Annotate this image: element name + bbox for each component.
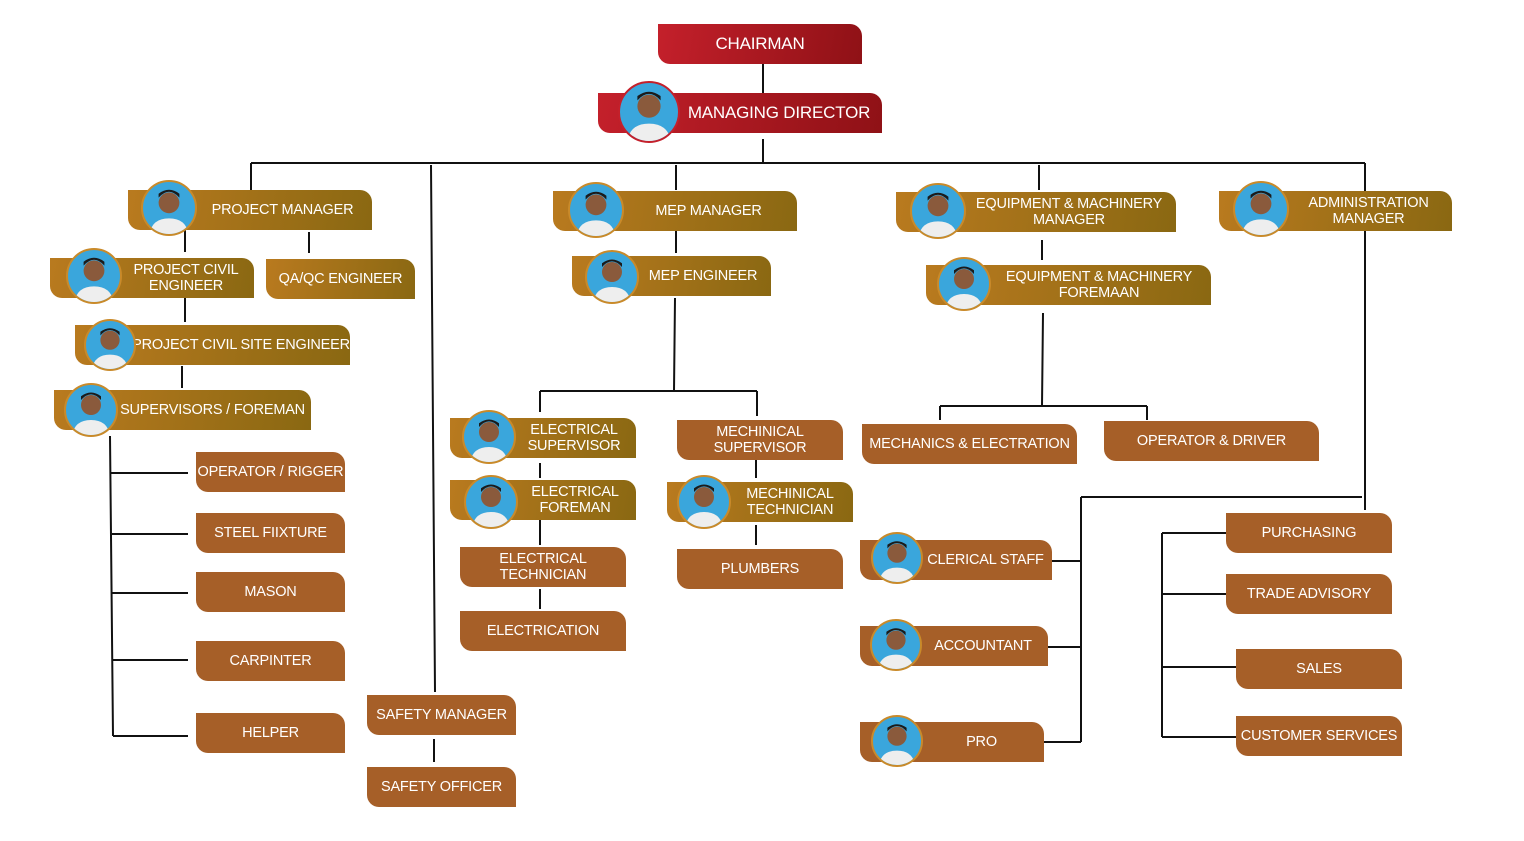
connector (539, 231, 758, 609)
node-label: EQUIPMENT & MACHINERY MANAGER (975, 196, 1163, 228)
node-label: ADMINISTRATION MANAGER (1308, 195, 1429, 227)
node-carpinter: CARPINTER (196, 641, 345, 681)
person-photo-icon (464, 475, 518, 529)
node-mason: MASON (196, 572, 345, 612)
node-label: SUPERVISORS / FOREMAN (120, 402, 305, 418)
node-label: SALES (1296, 661, 1342, 677)
node-safety-officer: SAFETY OFFICER (367, 767, 516, 807)
person-photo-icon (870, 619, 922, 671)
node-label: MEP MANAGER (655, 203, 762, 219)
person-photo-icon (585, 250, 639, 304)
node-label: ELECTRICAL TECHNICIAN (499, 551, 587, 583)
node-label: MECHANICS & ELECTRATION (869, 436, 1070, 452)
node-label: HELPER (242, 725, 299, 741)
node-purchasing: PURCHASING (1226, 513, 1392, 553)
node-helper: HELPER (196, 713, 345, 753)
person-photo-icon (618, 81, 680, 143)
person-photo-icon (66, 248, 122, 304)
node-label: OPERATOR & DRIVER (1136, 433, 1287, 449)
node-sales: SALES (1236, 649, 1402, 689)
person-photo-icon (64, 383, 118, 437)
node-label: PROJECT MANAGER (211, 202, 354, 218)
node-electrication: ELECTRICATION (460, 611, 626, 651)
connector (250, 64, 1366, 693)
node-label: SAFETY MANAGER (376, 707, 507, 723)
node-plumbers: PLUMBERS (677, 549, 843, 589)
node-operator-driver: OPERATOR & DRIVER (1104, 421, 1319, 461)
node-operator-rigger: OPERATOR / RIGGER (196, 452, 345, 492)
node-label: ACCOUNTANT (934, 638, 1032, 654)
node-label: ELECTRICAL SUPERVISOR (527, 422, 621, 454)
node-qaqc-engineer: QA/QC ENGINEER (266, 259, 415, 299)
person-photo-icon (937, 257, 991, 311)
node-label: CUSTOMER SERVICES (1240, 728, 1398, 744)
person-photo-icon (871, 715, 923, 767)
node-label: PLUMBERS (720, 561, 800, 577)
connector (433, 496, 1362, 762)
node-label: TRADE ADVISORY (1246, 586, 1372, 602)
node-label: CLERICAL STAFF (927, 552, 1044, 568)
person-photo-icon (871, 532, 923, 584)
node-mechinical-supervisor: MECHINICAL SUPERVISOR (677, 420, 843, 460)
node-chairman: CHAIRMAN (658, 24, 862, 64)
node-label: CARPINTER (229, 653, 312, 669)
person-photo-icon (84, 319, 136, 371)
node-label: MECHINICAL TECHNICIAN (746, 486, 834, 518)
node-label: EQUIPMENT & MACHINERY FOREMAAN (1005, 269, 1193, 301)
node-label: MECHINICAL SUPERVISOR (713, 424, 807, 456)
node-label: QA/QC ENGINEER (278, 271, 403, 287)
person-photo-icon (462, 410, 516, 464)
node-label: PROJECT CIVIL SITE ENGINEER (132, 337, 350, 353)
node-label: MANAGING DIRECTOR (687, 103, 871, 122)
node-label: ELECTRICAL FOREMAN (531, 484, 619, 516)
node-label: MASON (244, 584, 297, 600)
node-label: ELECTRICATION (486, 623, 600, 639)
node-safety-manager: SAFETY MANAGER (367, 695, 516, 735)
node-steel-fixture: STEEL FIIXTURE (196, 513, 345, 553)
person-photo-icon (677, 475, 731, 529)
person-photo-icon (910, 183, 966, 239)
person-photo-icon (1233, 181, 1289, 237)
node-label: SAFETY OFFICER (380, 779, 502, 795)
connector (109, 230, 310, 737)
node-label: PROJECT CIVIL ENGINEER (133, 262, 239, 294)
node-label: PRO (966, 734, 997, 750)
node-label: OPERATOR / RIGGER (197, 464, 344, 480)
node-trade-advisory: TRADE ADVISORY (1226, 574, 1392, 614)
person-photo-icon (568, 182, 624, 238)
node-label: MEP ENGINEER (648, 268, 758, 284)
connector (939, 240, 1148, 420)
node-electrical-technician: ELECTRICAL TECHNICIAN (460, 547, 626, 587)
node-label: STEEL FIIXTURE (214, 525, 327, 541)
node-customer-services: CUSTOMER SERVICES (1236, 716, 1402, 756)
node-mechanics-electration: MECHANICS & ELECTRATION (862, 424, 1077, 464)
person-photo-icon (141, 180, 197, 236)
node-label: CHAIRMAN (715, 34, 805, 53)
node-label: PURCHASING (1261, 525, 1357, 541)
